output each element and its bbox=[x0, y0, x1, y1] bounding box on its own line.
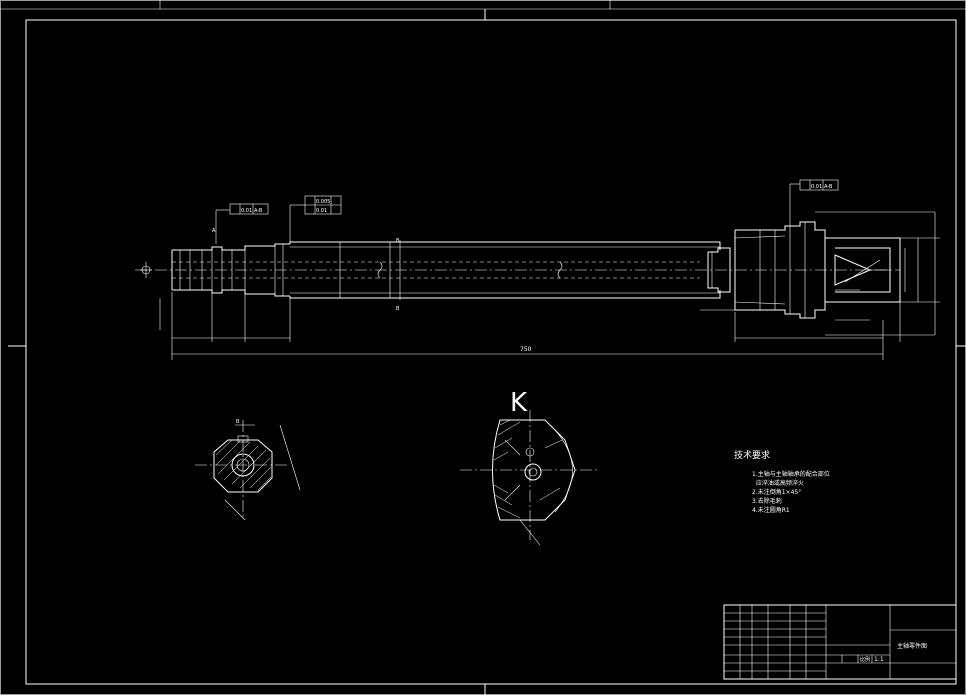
gdt-1-datum: A-B bbox=[254, 208, 263, 214]
gdt-2-row2: 0.01 bbox=[316, 208, 327, 214]
gdt-frame-3: 0.01 A-B bbox=[789, 179, 839, 226]
section-marker-b-top: B bbox=[396, 238, 400, 244]
gdt-frame-2: 0.005 0.01 bbox=[289, 195, 342, 242]
scale-value: 1:1 bbox=[874, 656, 884, 663]
tech-req-item: 1.主轴与主轴轴承的配合部位 bbox=[752, 470, 830, 478]
section-view-left: B bbox=[195, 419, 301, 521]
tech-req-item: 应淬油或高频淬火 bbox=[752, 479, 804, 487]
dimension-lines bbox=[159, 211, 940, 360]
gdt-2-row1: 0.005 bbox=[316, 199, 330, 205]
overall-length-dimension: 750 bbox=[520, 346, 532, 353]
label-a: A bbox=[212, 228, 216, 234]
tech-req-item: 2.未注倒角1×45° bbox=[752, 488, 801, 496]
gdt-frame-1: 0.01 A-B bbox=[215, 203, 269, 244]
tech-req-item: 4.未注圆角R1 bbox=[752, 506, 790, 514]
tech-req-item: 3.去除毛刺 bbox=[752, 497, 782, 505]
gdt-3-datum: A-B bbox=[824, 184, 833, 190]
tech-req-title: 技术要求 bbox=[734, 449, 770, 461]
spindle-main-view bbox=[135, 221, 901, 319]
view-k: K bbox=[460, 388, 600, 546]
gdt-3-tolerance: 0.01 bbox=[811, 184, 822, 190]
scale-label: 比例 bbox=[860, 656, 870, 663]
view-letter-k: K bbox=[510, 388, 528, 418]
section-marker-b-bottom: B bbox=[396, 306, 400, 312]
section-letter: B bbox=[236, 419, 240, 425]
technical-requirements: 技术要求 1.主轴与主轴轴承的配合部位 应淬油或高频淬火 2.未注倒角1×45°… bbox=[734, 449, 830, 514]
gdt-1-tolerance: 0.01 bbox=[241, 208, 252, 214]
drawing-name: 主轴零件图 bbox=[897, 642, 927, 650]
title-block: 主轴零件图 比例 1:1 bbox=[723, 604, 957, 680]
